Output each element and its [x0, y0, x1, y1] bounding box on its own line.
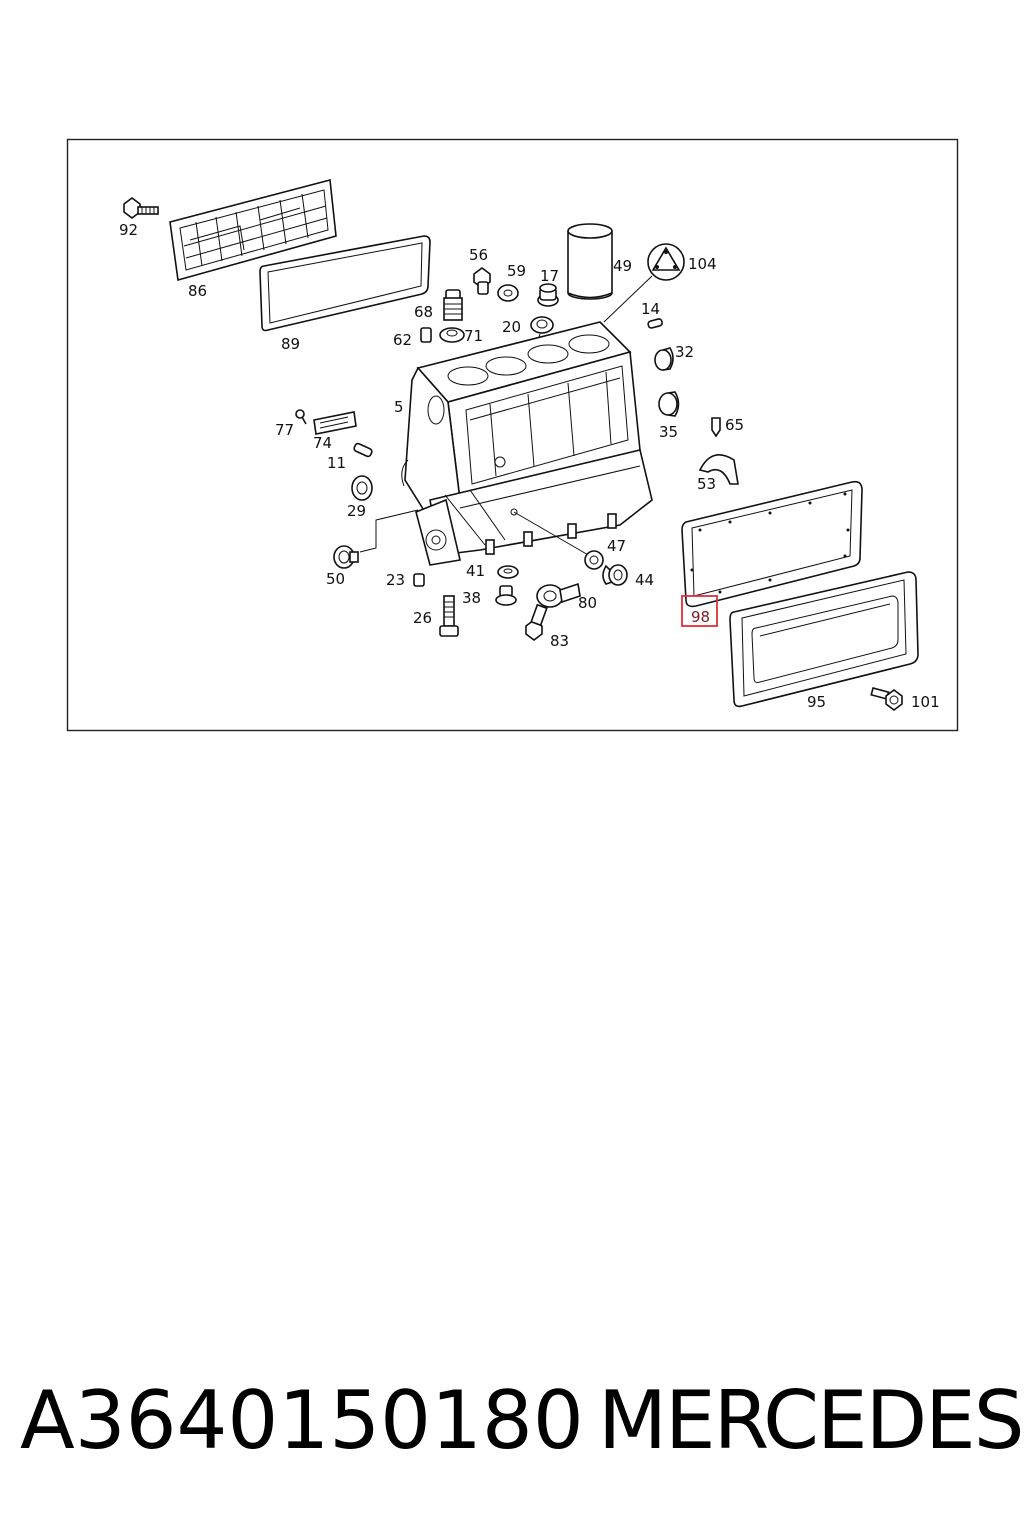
part-59-seal-ring[interactable]	[497, 284, 519, 302]
part-71-washer[interactable]	[439, 327, 465, 343]
callout-80: 80	[578, 594, 597, 612]
leader-50	[359, 509, 419, 553]
part-50-plug[interactable]	[333, 545, 359, 569]
part-65-pin[interactable]	[711, 417, 721, 438]
callout-53: 53	[697, 475, 716, 493]
callout-23: 23	[386, 571, 405, 589]
part-83-banjo-bolt[interactable]	[525, 603, 548, 641]
callout-56: 56	[469, 246, 488, 264]
part-number: A3640150180	[20, 1374, 584, 1467]
part-68-stud[interactable]	[443, 289, 463, 321]
part-38-plug[interactable]	[495, 585, 517, 606]
part-5-engine-block[interactable]	[401, 321, 653, 566]
callout-26: 26	[413, 609, 432, 627]
part-23-sleeve[interactable]	[413, 573, 425, 587]
callout-59: 59	[507, 262, 526, 280]
callout-29: 29	[347, 502, 366, 520]
callout-32: 32	[675, 343, 694, 361]
part-32-plug[interactable]	[654, 347, 674, 371]
part-86-side-cover[interactable]	[169, 178, 337, 282]
part-56-plug[interactable]	[473, 267, 491, 295]
part-101-bolt[interactable]	[870, 687, 903, 711]
part-17-plug[interactable]	[537, 283, 559, 307]
callout-65: 65	[725, 416, 744, 434]
part-49-cylinder-liner[interactable]	[567, 223, 613, 300]
callout-41: 41	[466, 562, 485, 580]
callout-14: 14	[641, 300, 660, 318]
callout-44: 44	[635, 571, 654, 589]
part-98-oil-pan-gasket[interactable]	[681, 480, 863, 608]
callout-101: 101	[911, 693, 940, 711]
callout-104: 104	[688, 255, 717, 273]
callout-98: 98	[691, 608, 710, 626]
part-74-plate[interactable]	[313, 411, 357, 435]
callout-49: 49	[613, 257, 632, 275]
callout-35: 35	[659, 423, 678, 441]
brand-name: MERCEDES	[598, 1374, 1024, 1467]
part-44-plug[interactable]	[602, 564, 628, 586]
callout-38: 38	[462, 589, 481, 607]
part-95-oil-pan[interactable]	[729, 571, 919, 708]
callout-89: 89	[281, 335, 300, 353]
part-80-banjo[interactable]	[536, 582, 581, 608]
callout-11: 11	[327, 454, 346, 472]
callout-68: 68	[414, 303, 433, 321]
callout-95: 95	[807, 693, 826, 711]
part-92-bolt[interactable]	[123, 197, 159, 219]
callout-47: 47	[607, 537, 626, 555]
callout-50: 50	[326, 570, 345, 588]
part-26-bolt[interactable]	[439, 595, 459, 637]
part-41-washer[interactable]	[497, 565, 519, 579]
part-14-pin[interactable]	[647, 318, 663, 329]
callout-5: 5	[394, 398, 404, 416]
callout-98-highlight-box	[681, 595, 718, 627]
callout-83: 83	[550, 632, 569, 650]
part-89-gasket[interactable]	[259, 235, 431, 332]
part-47-seal-ring[interactable]	[584, 550, 604, 570]
callout-17: 17	[540, 267, 559, 285]
callout-74: 74	[313, 434, 332, 452]
part-62-sleeve[interactable]	[420, 327, 432, 343]
callout-86: 86	[188, 282, 207, 300]
part-53-thrust-washer[interactable]	[698, 454, 739, 485]
part-104-plate[interactable]	[603, 243, 685, 323]
part-77-screw[interactable]	[295, 409, 307, 425]
part-29-bushing[interactable]	[351, 475, 373, 501]
diagram-frame	[66, 138, 959, 732]
callout-92: 92	[119, 221, 138, 239]
callout-71: 71	[464, 327, 483, 345]
engine-block-exploded-diagram: 92 86 89 56 59 17 49 104 68 62 71 20 14 …	[66, 138, 959, 732]
callout-77: 77	[275, 421, 294, 439]
part-35-plug[interactable]	[658, 391, 680, 417]
leader-47	[513, 511, 591, 557]
part-11-pin[interactable]	[353, 442, 373, 458]
callout-20: 20	[502, 318, 521, 336]
callout-62: 62	[393, 331, 412, 349]
